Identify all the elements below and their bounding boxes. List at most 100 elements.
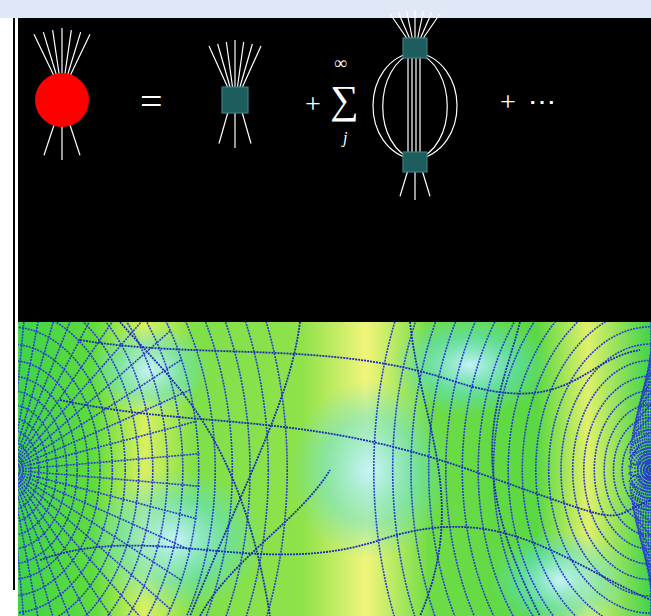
grid-line [650, 470, 651, 616]
sum-sign: ∑ [330, 80, 359, 120]
external-leg [414, 10, 415, 40]
grid-line [40, 527, 651, 600]
external-leg [67, 32, 81, 78]
grid-line [18, 322, 57, 470]
grid-line [18, 421, 197, 470]
grid-line [18, 322, 287, 616]
sum-index: j [343, 130, 347, 146]
vertex-square [222, 87, 248, 113]
grid-line [462, 322, 651, 616]
vertex-square [403, 38, 427, 58]
field-shading [18, 322, 651, 616]
grid-line [18, 322, 199, 616]
grid-line [478, 322, 651, 616]
external-leg [420, 13, 432, 41]
grid-line [18, 322, 122, 470]
grid-line [18, 470, 182, 581]
grid-line [429, 322, 651, 616]
grid-line [18, 470, 57, 616]
external-leg [61, 122, 62, 160]
grid-line [573, 360, 651, 579]
external-leg [242, 46, 261, 88]
grid-line [630, 390, 651, 470]
external-leg [390, 14, 408, 40]
grid-line [18, 470, 197, 519]
feynman-diagram [34, 10, 457, 200]
grid-line [18, 322, 215, 616]
external-leg [422, 14, 440, 40]
grid-line [18, 470, 102, 616]
grid-line [629, 454, 651, 470]
external-leg [242, 112, 251, 144]
grid-line [629, 421, 651, 470]
external-leg [69, 122, 80, 155]
grid-line [190, 322, 300, 616]
grid-line [561, 344, 651, 596]
grid-line [18, 322, 139, 616]
grid-line [18, 344, 100, 596]
grid-line [18, 454, 200, 470]
external-leg [407, 11, 413, 40]
grid-line [18, 322, 125, 616]
equals-sign: = [140, 82, 163, 122]
plus-sign: + [500, 88, 516, 116]
external-leg [209, 46, 228, 88]
grid-line [633, 331, 651, 470]
grid-line [18, 470, 34, 616]
grid-line [648, 470, 651, 616]
ellipsis: ⋯ [528, 88, 556, 116]
grid-line [18, 322, 268, 616]
black-panel [18, 18, 651, 322]
external-leg [218, 44, 231, 88]
grid-line [18, 322, 80, 470]
grid-line [631, 359, 651, 470]
grid-line [18, 391, 67, 550]
grid-line [446, 322, 651, 616]
grid-line [18, 322, 153, 616]
loop-blob [373, 52, 457, 160]
grid-line [374, 322, 651, 616]
external-leg [69, 34, 90, 78]
external-leg [234, 40, 235, 88]
grid-line [393, 322, 651, 616]
external-leg [34, 34, 55, 78]
side-strip [0, 18, 18, 590]
grid-line [18, 470, 80, 616]
grid-line [410, 322, 442, 616]
external-leg [400, 170, 408, 196]
external-leg [226, 42, 232, 88]
grid-line [18, 470, 191, 550]
external-leg [417, 11, 423, 40]
external-leg [64, 30, 71, 78]
grid-line [18, 322, 156, 470]
grid-line [18, 322, 183, 616]
external-leg [414, 170, 415, 200]
upper-limit: ∞ [334, 54, 347, 72]
external-leg [53, 30, 60, 78]
grid-line [18, 470, 156, 616]
grid-line [18, 327, 112, 613]
grid-line [120, 322, 270, 616]
grid-line [18, 470, 170, 609]
vertex-square [403, 152, 427, 172]
grid-line [18, 359, 182, 470]
external-leg [240, 44, 253, 88]
external-leg [43, 32, 57, 78]
external-leg [422, 170, 430, 196]
grid-line [508, 322, 651, 616]
grid-line [549, 327, 651, 613]
side-rule [13, 18, 15, 590]
red-blob [35, 73, 89, 127]
grid-line [492, 322, 540, 616]
external-leg [61, 28, 62, 78]
top-strip [0, 0, 651, 18]
grid-line [18, 470, 200, 486]
external-leg [234, 112, 235, 148]
external-leg [398, 13, 410, 41]
external-leg [44, 122, 55, 155]
grid-line [18, 470, 140, 616]
grid-line [60, 400, 651, 515]
external-leg [237, 42, 243, 88]
plus-sign: + [305, 90, 321, 118]
